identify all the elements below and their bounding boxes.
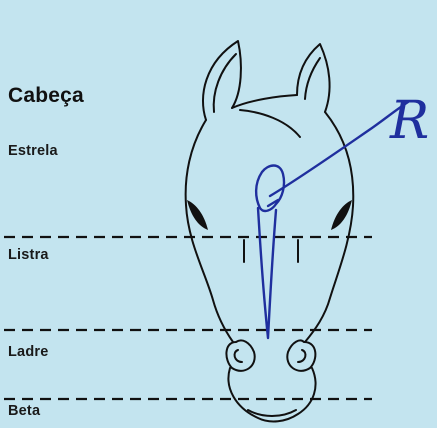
right-ear bbox=[297, 44, 330, 112]
forelock bbox=[232, 95, 297, 108]
annotation-letter: R bbox=[389, 91, 429, 151]
pointer-line bbox=[270, 102, 408, 196]
section-dividers bbox=[4, 237, 372, 399]
right-nostril bbox=[287, 340, 315, 370]
forelock-lock bbox=[240, 110, 300, 137]
annotation-marking bbox=[256, 102, 408, 338]
mouth bbox=[248, 410, 296, 416]
diagram-title: Cabeça bbox=[8, 84, 84, 108]
left-nostril-inner bbox=[235, 350, 242, 362]
left-ear bbox=[203, 41, 241, 120]
label-listra: Listra bbox=[8, 247, 49, 263]
label-ladre: Ladre bbox=[8, 344, 49, 360]
left-eye bbox=[187, 200, 208, 230]
muzzle bbox=[228, 368, 315, 421]
right-ear-inner bbox=[305, 58, 320, 99]
left-cheek bbox=[186, 120, 233, 342]
left-ear-inner bbox=[214, 54, 236, 112]
label-beta: Beta bbox=[8, 403, 40, 419]
horse-head-outline bbox=[186, 41, 354, 421]
right-nostril-inner bbox=[298, 350, 305, 362]
left-nostril bbox=[226, 340, 254, 370]
stripe-marking bbox=[258, 208, 276, 338]
label-estrela: Estrela bbox=[8, 143, 58, 159]
right-eye bbox=[331, 200, 352, 230]
